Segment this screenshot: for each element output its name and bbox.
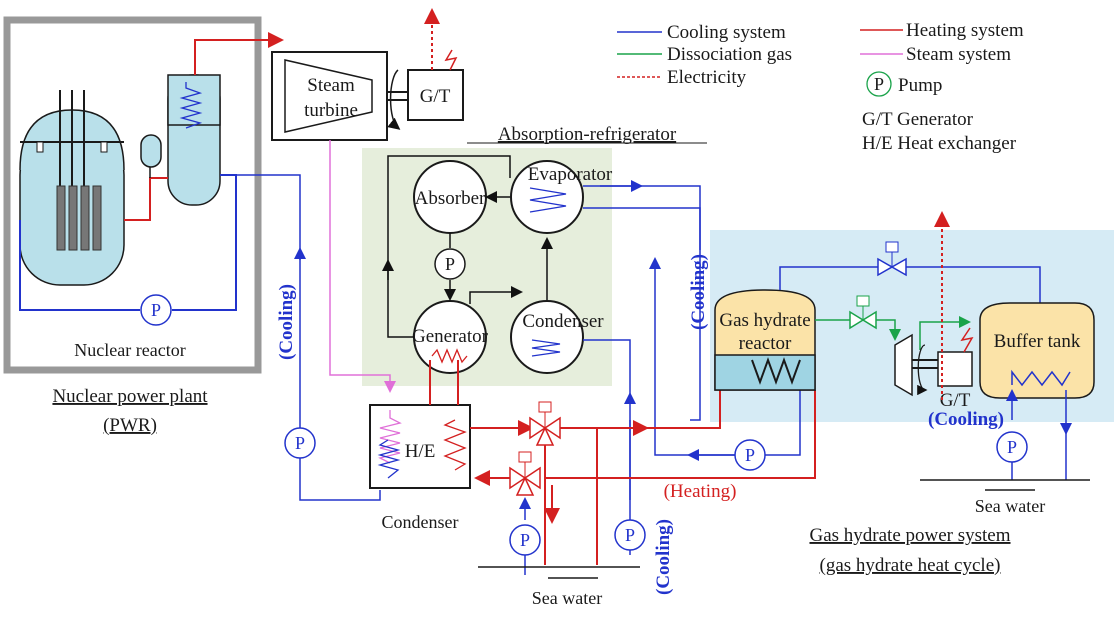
steam-turbine-label-1: Steam (307, 75, 355, 96)
cooling-label-right: (Cooling) (928, 409, 1004, 430)
valve-cooling-top (877, 241, 907, 277)
pump-condenser-cooling: P (614, 519, 646, 551)
generator-turbine-right (937, 351, 973, 387)
legend-electricity: Electricity (667, 67, 747, 88)
legend-steam: Steam system (906, 44, 1011, 65)
legend-he: H/E Heat exchanger (862, 133, 1017, 154)
valve-heating-upper (529, 401, 561, 446)
pump-heating: P (509, 524, 541, 556)
legend: Cooling system Dissociation gas Electric… (617, 20, 1024, 154)
legend-dissociation: Dissociation gas (667, 44, 792, 65)
cooling-label-bottom: (Cooling) (653, 519, 674, 595)
ghps-caption-2: (gas hydrate heat cycle) (820, 555, 1001, 576)
sea-water-label-bottom: Sea water (532, 588, 602, 608)
gt-right-label: G/T (940, 390, 971, 411)
absorber-label: Absorber (415, 188, 486, 209)
pump-buffer: P (996, 431, 1028, 463)
npp-caption-1: Nuclear power plant (52, 386, 208, 407)
condenser-label: Condenser (522, 311, 604, 332)
pump-primary-label: P (151, 300, 161, 320)
heat-exchanger (369, 404, 471, 489)
absorption-title: Absorption-refrigerator (498, 124, 677, 145)
buffer-tank (979, 302, 1095, 399)
cooling-label-mid: (Cooling) (688, 254, 709, 330)
ghps-caption-1: Gas hydrate power system (809, 525, 1010, 546)
legend-heating: Heating system (906, 20, 1024, 41)
gt-top-label: G/T (420, 86, 451, 107)
pump-hydrate-label: P (745, 445, 755, 465)
sea-water-label-right: Sea water (975, 496, 1045, 516)
gh-reactor-label-1: Gas hydrate (719, 310, 810, 331)
he-label: H/E (405, 441, 436, 462)
steam-turbine (271, 51, 388, 141)
buffer-tank-label: Buffer tank (994, 331, 1081, 352)
cooling-label-left: (Cooling) (276, 284, 297, 360)
pump-cooling-left-label: P (295, 433, 305, 453)
npp-caption-2: (PWR) (103, 415, 157, 436)
pump-condenser-cooling-label: P (625, 525, 635, 545)
nuclear-plant-frame (3, 16, 262, 374)
nuclear-reactor-label: Nuclear reactor (74, 340, 185, 360)
legend-cooling: Cooling system (667, 22, 786, 43)
valve-dissociation (849, 295, 877, 330)
steam-turbine-label-2: turbine (304, 100, 358, 121)
gas-turbine (894, 333, 913, 397)
legend-pump: Pump (898, 75, 942, 96)
gas-hydrate-reactor (714, 289, 816, 391)
pump-heating-label: P (520, 530, 530, 550)
gh-reactor-label-2: reactor (739, 333, 792, 354)
generator-label: Generator (412, 326, 489, 347)
reactor-vessel (19, 90, 125, 286)
condenser-bottom-label: Condenser (382, 512, 459, 532)
condenser (510, 300, 584, 374)
steam-generator (167, 74, 221, 206)
legend-pump-symbol: P (874, 74, 884, 94)
pump-buffer-label: P (1007, 437, 1017, 457)
legend-gt: G/T Generator (862, 109, 974, 130)
pressurizer (140, 134, 162, 168)
pump-cooling-left: P (284, 427, 316, 459)
pump-hydrate: P (734, 439, 766, 471)
valve-heating-lower (509, 451, 541, 496)
pump-absorber: P (434, 248, 466, 280)
pump-primary: P (140, 294, 172, 326)
pump-absorber-label: P (445, 254, 455, 274)
evaporator-label: Evaporator (528, 164, 613, 185)
heating-label: (Heating) (664, 481, 737, 502)
generator-turbine-top (407, 69, 464, 121)
